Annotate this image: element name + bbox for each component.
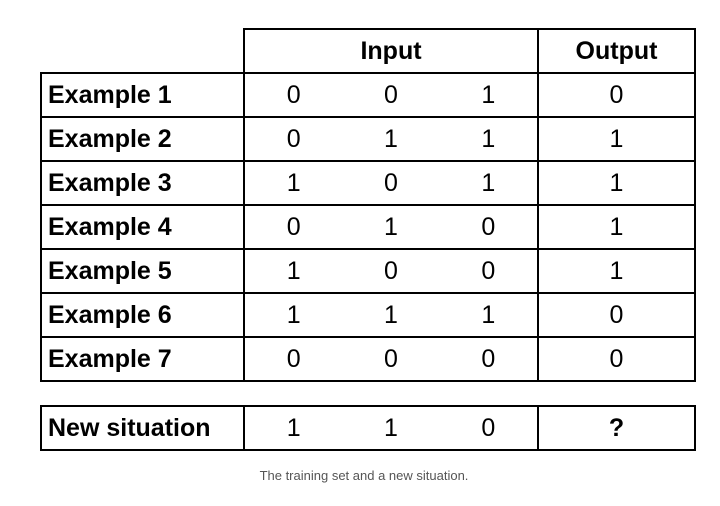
input-value: 0 [384, 256, 398, 285]
input-value: 0 [286, 344, 301, 373]
output-value: 1 [537, 116, 696, 162]
output-value: 1 [537, 160, 696, 206]
new-situation-row: New situation 1 1 0 ? [40, 405, 696, 451]
table-row: Example 3 1 0 1 1 [40, 160, 696, 206]
input-value: 1 [481, 168, 496, 197]
example-label: Example 3 [40, 160, 245, 206]
input-cells: 1 1 0 [243, 405, 539, 451]
figure-caption: The training set and a new situation. [259, 468, 469, 483]
header-corner [41, 29, 244, 73]
table-row: Example 5 1 0 0 1 [40, 248, 696, 294]
input-value: 0 [481, 212, 496, 241]
input-value: 1 [384, 413, 398, 442]
input-value: 0 [481, 413, 496, 442]
training-set-table: Input Output Example 1 0 0 1 0 Example 2… [40, 28, 696, 382]
input-cells: 0 0 0 [243, 336, 539, 382]
example-label: Example 1 [40, 72, 245, 118]
output-value: 0 [537, 72, 696, 118]
input-value: 1 [384, 124, 398, 153]
input-value: 0 [481, 344, 496, 373]
input-value: 1 [481, 300, 496, 329]
output-value: 1 [537, 204, 696, 250]
input-value: 1 [384, 212, 398, 241]
input-value: 1 [286, 168, 301, 197]
input-value: 0 [384, 344, 398, 373]
table-row: Example 4 0 1 0 1 [40, 204, 696, 250]
input-value: 1 [481, 80, 496, 109]
input-value: 1 [481, 124, 496, 153]
table-row: Example 7 0 0 0 0 [40, 336, 696, 382]
input-value: 1 [384, 300, 398, 329]
input-value: 1 [286, 256, 301, 285]
new-situation-label: New situation [40, 405, 245, 451]
input-value: 0 [286, 80, 301, 109]
new-situation-table: New situation 1 1 0 ? [40, 405, 696, 451]
input-value: 0 [286, 124, 301, 153]
table-row: Example 2 0 1 1 1 [40, 116, 696, 162]
table-row: Example 1 0 0 1 0 [40, 72, 696, 118]
input-cells: 0 1 0 [243, 204, 539, 250]
example-label: Example 4 [40, 204, 245, 250]
output-value: 0 [537, 292, 696, 338]
header-row: Input Output [41, 28, 696, 74]
output-header: Output [537, 28, 696, 74]
input-value: 0 [384, 168, 398, 197]
input-cells: 1 1 1 [243, 292, 539, 338]
output-value: 0 [537, 336, 696, 382]
table-row: Example 6 1 1 1 0 [40, 292, 696, 338]
unknown-output: ? [537, 405, 696, 451]
example-label: Example 6 [40, 292, 245, 338]
input-value: 1 [286, 300, 301, 329]
example-label: Example 5 [40, 248, 245, 294]
output-value: 1 [537, 248, 696, 294]
input-value: 0 [384, 80, 398, 109]
input-cells: 0 1 1 [243, 116, 539, 162]
example-label: Example 2 [40, 116, 245, 162]
input-value: 1 [286, 413, 301, 442]
input-cells: 1 0 1 [243, 160, 539, 206]
input-value: 0 [286, 212, 301, 241]
input-header: Input [243, 28, 539, 74]
example-label: Example 7 [40, 336, 245, 382]
input-value: 0 [481, 256, 496, 285]
input-cells: 1 0 0 [243, 248, 539, 294]
input-cells: 0 0 1 [243, 72, 539, 118]
